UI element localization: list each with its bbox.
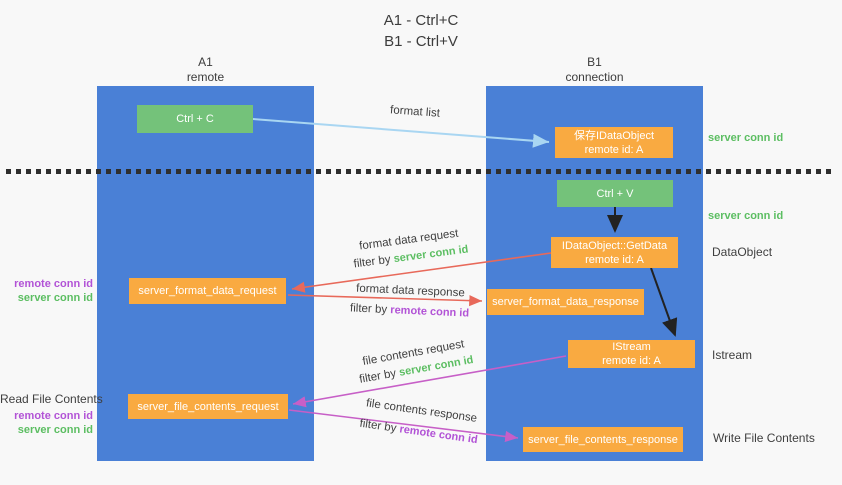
title-line-1: A1 - Ctrl+C — [383, 12, 459, 29]
label-istream: Istream — [712, 348, 753, 362]
lane-b1-name: B1 — [587, 55, 602, 69]
label-server-conn-id-left-bottom: server conn id — [17, 424, 93, 436]
node-getdata-line1: IDataObject::GetData — [561, 239, 668, 252]
node-ctrl-c: Ctrl + C — [137, 105, 253, 133]
node-ctrl-c-label: Ctrl + C — [176, 113, 214, 125]
node-ctrl-v-label: Ctrl + V — [596, 187, 634, 200]
node-save-idataobject: 保存IDataObject remote id: A — [555, 127, 673, 158]
label-format-data-request: format data request filter by server con… — [333, 222, 486, 275]
label-server-conn-id-left-top: server conn id — [17, 292, 93, 304]
remote-conn-id-text: remote conn id — [390, 304, 470, 320]
node-server-file-contents-request: server_file_contents_request — [128, 394, 288, 419]
filter-by-text: filter by — [358, 367, 398, 386]
label-remote-conn-id-left-top: remote conn id — [14, 278, 93, 290]
label-read-file-contents: Read File Contents — [0, 392, 103, 406]
label-remote-conn-id-left-bottom: remote conn id — [14, 410, 93, 422]
node-server-format-data-request: server_format_data_request — [129, 278, 286, 304]
left-conn-id-group-top: remote conn id server conn id — [0, 277, 93, 305]
label-server-conn-id-right-mid: server conn id — [708, 210, 784, 222]
node-getdata-line2: remote id: A — [585, 253, 644, 266]
node-server-format-data-response-label: server_format_data_response — [492, 296, 639, 308]
node-server-file-contents-request-label: server_file_contents_request — [137, 400, 279, 413]
format-list-text: format list — [389, 104, 441, 120]
label-dataobject: DataObject — [712, 245, 773, 259]
title-line-2: B1 - Ctrl+V — [384, 33, 458, 50]
lane-b1-subtitle: connection — [565, 70, 624, 84]
label-server-conn-id-right-top: server conn id — [708, 132, 784, 144]
node-server-format-data-request-label: server_format_data_request — [138, 285, 277, 297]
left-conn-id-group-bottom: Read File Contents remote conn id server… — [0, 392, 103, 437]
lane-header-a1: A1 remote — [97, 55, 314, 85]
node-save-idataobject-line1: 保存IDataObject — [573, 129, 655, 142]
node-save-idataobject-line2: remote id: A — [584, 143, 644, 156]
lane-header-b1: B1 connection — [486, 55, 703, 85]
node-istream-line2: remote id: A — [602, 355, 661, 367]
filter-by-text: filter by — [353, 253, 392, 271]
label-format-data-response: format data response filter by remote co… — [329, 278, 491, 325]
label-file-contents-response: file contents response filter by remote … — [333, 389, 507, 454]
diagram-title: A1 - Ctrl+C B1 - Ctrl+V — [321, 10, 521, 52]
node-idataobject-getdata: IDataObject::GetData remote id: A — [551, 237, 678, 268]
node-server-file-contents-response-label: server_file_contents_response — [528, 433, 678, 446]
node-server-format-data-response: server_format_data_response — [487, 289, 644, 315]
lane-a1-subtitle: remote — [186, 70, 225, 84]
label-file-contents-request: file contents request filter by server c… — [333, 331, 496, 392]
dotted-divider-line — [6, 169, 836, 174]
label-write-file-contents: Write File Contents — [713, 431, 815, 445]
label-format-list: format list — [355, 102, 476, 122]
filter-by-text: filter by — [358, 417, 398, 435]
node-server-file-contents-response: server_file_contents_response — [523, 427, 683, 452]
filter-by-text: filter by — [349, 302, 388, 317]
node-istream-line1: IStream — [612, 341, 651, 353]
node-ctrl-v: Ctrl + V — [557, 180, 673, 207]
node-istream: IStream remote id: A — [568, 340, 695, 368]
lane-a1-name: A1 — [198, 55, 213, 69]
